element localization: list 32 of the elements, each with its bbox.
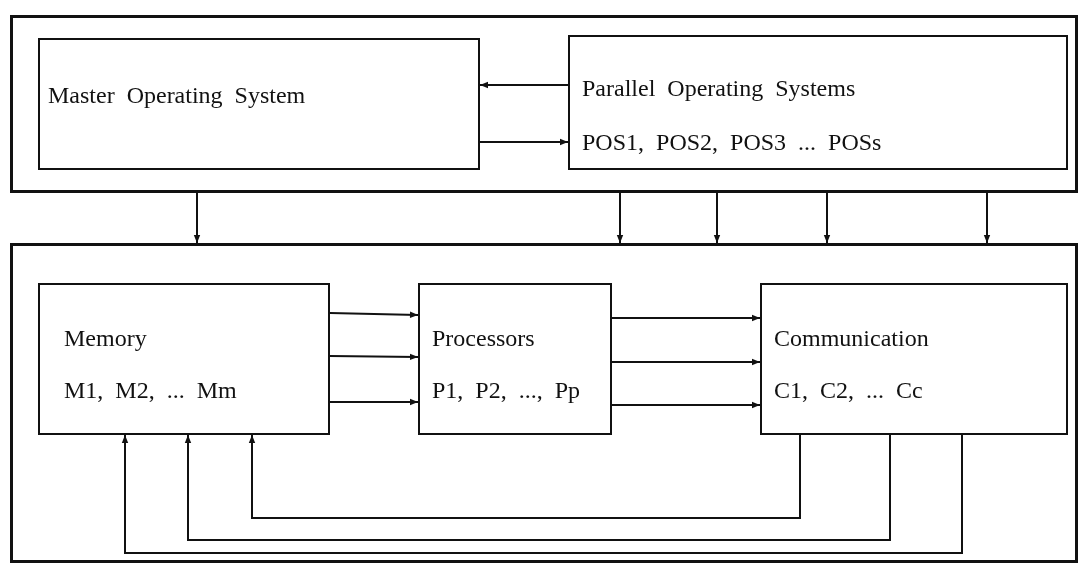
- outer-frame: [10, 243, 1078, 563]
- process-box: [38, 283, 330, 435]
- box-title: Memory: [64, 325, 147, 352]
- box-title: Communication: [774, 325, 929, 352]
- arrow: [983, 192, 991, 244]
- arrow: [713, 192, 721, 244]
- process-box: [760, 283, 1068, 435]
- box-subtitle: POS1, POS2, POS3 ... POSs: [582, 129, 882, 156]
- box-title: Parallel Operating Systems: [582, 75, 856, 102]
- arrow: [248, 434, 801, 519]
- arrow: [611, 358, 761, 366]
- box-title: Master Operating System: [48, 82, 306, 109]
- arrow: [611, 401, 761, 409]
- arrow: [184, 434, 891, 541]
- process-box: [38, 38, 480, 170]
- arrow: [121, 434, 963, 554]
- arrow: [479, 138, 569, 146]
- outer-frame: [10, 15, 1078, 193]
- arrow: [329, 311, 419, 318]
- box-subtitle: P1, P2, ..., Pp: [432, 377, 581, 404]
- arrow: [611, 314, 761, 322]
- arrow: [193, 192, 201, 244]
- box-subtitle: C1, C2, ... Cc: [774, 377, 923, 404]
- arrow: [329, 398, 419, 406]
- arrow: [616, 192, 624, 244]
- process-box: [568, 35, 1068, 170]
- process-box: [418, 283, 612, 435]
- box-subtitle: M1, M2, ... Mm: [64, 377, 237, 404]
- box-title: Processors: [432, 325, 535, 352]
- arrow: [823, 192, 831, 244]
- arrow: [329, 353, 419, 361]
- arrow: [479, 81, 569, 89]
